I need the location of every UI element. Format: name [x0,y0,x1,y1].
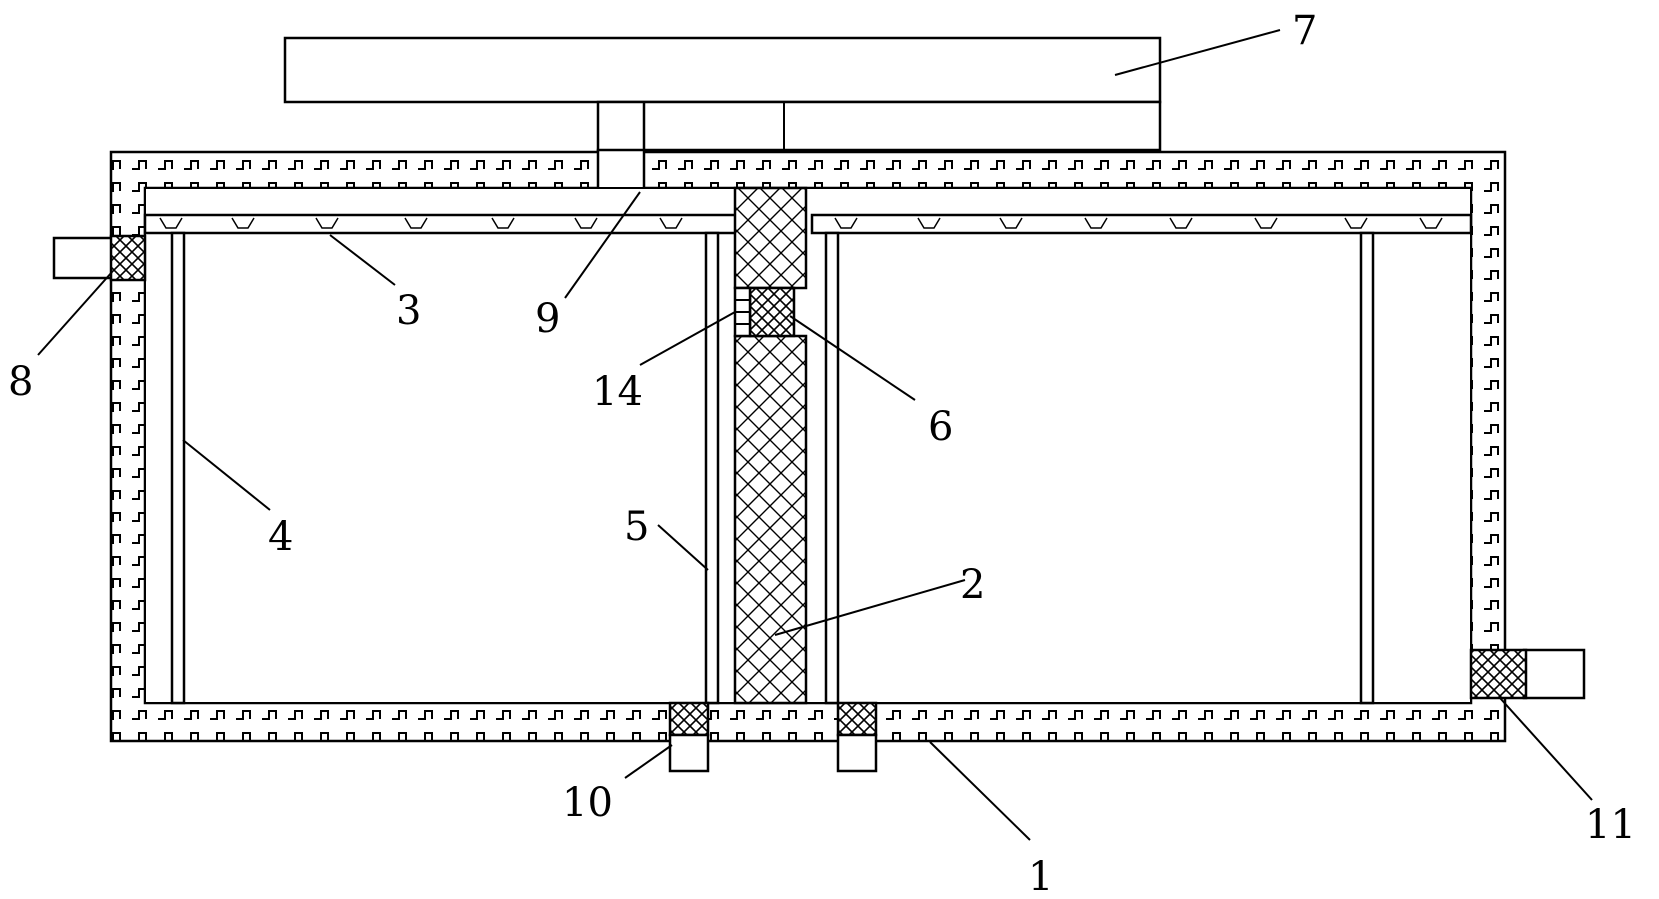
port-11-pipe [1522,648,1586,700]
distributor-right [810,213,1473,235]
leader-4 [182,439,271,511]
distributor-nozzles [159,217,1443,229]
leader-1 [929,741,1031,841]
top-plate-lower [596,100,1162,152]
label-1: 1 [1028,854,1053,899]
leader-2 [774,579,966,636]
rod-5 [704,231,720,705]
label-8: 8 [8,359,33,405]
leader-11 [1499,697,1593,801]
side-ports [52,234,1586,700]
label-5: 5 [624,504,649,550]
leader-lines [37,29,1593,841]
central-partition [733,186,808,705]
drain-left-seal [668,701,710,737]
rod-right-inner [824,231,840,705]
label-7: 7 [1292,8,1317,54]
label-14: 14 [592,369,643,415]
top-plate-upper [283,36,1162,104]
leader-5 [657,524,709,571]
drain-left-pipe [668,733,710,773]
bottom-drains [668,701,878,773]
seal-6 [748,286,796,338]
partition-lower [733,334,808,705]
partition-upper [733,186,808,290]
leader-6 [789,315,916,401]
leader-7 [1114,29,1281,76]
labels: 7 3 9 8 14 6 4 5 2 10 1 11 [8,8,1636,899]
drain-right-pipe [836,733,878,773]
leader-3 [329,234,396,286]
port-8-seal [109,234,147,282]
label-4: 4 [268,514,293,560]
label-11: 11 [1585,802,1636,848]
label-3: 3 [396,288,421,334]
distributor-plate [143,213,1473,235]
leader-14 [639,311,736,366]
leader-9 [564,191,641,299]
leader-8 [37,271,113,356]
vertical-rods [170,231,1375,705]
port-11-seal [1469,648,1528,700]
label-10: 10 [562,780,613,826]
leader-10 [624,744,673,779]
label-2: 2 [960,562,985,608]
drain-right-seal [836,701,878,737]
distributor-left [143,213,739,235]
label-6: 6 [928,404,953,450]
rod-right-outer [1359,231,1375,705]
inner-chamber [144,187,1472,704]
rod-4 [170,231,186,705]
label-9: 9 [535,296,560,342]
feed-slot [596,148,646,194]
port-8-pipe [52,236,116,280]
